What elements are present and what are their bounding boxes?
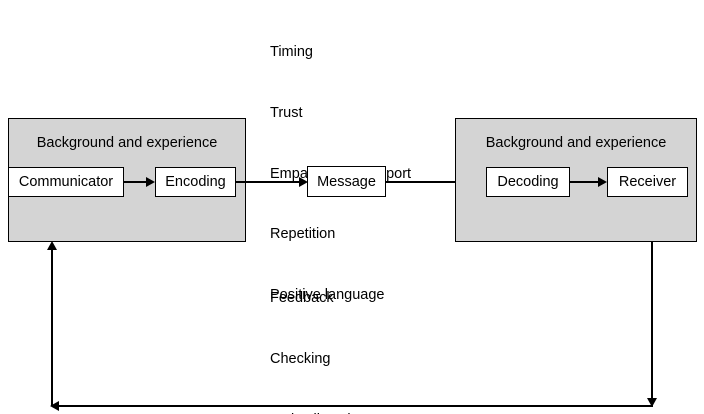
feedback-note-line-1: Feedback [270, 290, 334, 307]
connector-feedback-right-vertical [651, 242, 653, 406]
arrow-head-feedback-up [47, 241, 57, 250]
arrow-head-feedback-down [647, 398, 657, 407]
node-communicator-label: Communicator [18, 174, 114, 190]
connector-feedback-bottom-horizontal [52, 405, 653, 407]
node-encoding[interactable]: Encoding [155, 167, 236, 197]
node-receiver[interactable]: Receiver [607, 167, 688, 197]
sender-context-title: Background and experience [36, 135, 218, 151]
arrow-head-encoding-to-message [299, 177, 308, 187]
feedback-note-line-2: Checking [270, 351, 331, 368]
connector-feedback-left-vertical [51, 248, 53, 406]
feedback-note-line-3: Active listening [270, 410, 390, 414]
feedback-note-list: Feedback Checking Active listening No ov… [270, 248, 390, 414]
node-communicator[interactable]: Communicator [8, 167, 124, 197]
connector-communicator-to-encoding [124, 181, 148, 183]
arrow-head-communicator-to-encoding [146, 177, 155, 187]
connector-message-to-decoding [386, 181, 484, 183]
node-decoding[interactable]: Decoding [486, 167, 570, 197]
node-encoding-label: Encoding [165, 174, 226, 190]
enablers-note-line-2: Trust [270, 105, 303, 122]
enablers-note-line-4: Repetition [270, 226, 336, 243]
node-decoding-label: Decoding [497, 174, 559, 190]
node-receiver-label: Receiver [618, 174, 677, 190]
enablers-note-line-5: Positive language [270, 286, 385, 303]
receiver-context-title: Background and experience [485, 135, 667, 151]
node-message-label: Message [317, 173, 376, 190]
enablers-note-line-1: Timing [270, 44, 313, 61]
arrow-head-feedback-left [50, 401, 59, 411]
node-message[interactable]: Message [307, 166, 386, 197]
connector-decoding-to-receiver [570, 181, 600, 183]
arrow-head-decoding-to-receiver [598, 177, 607, 187]
connector-encoding-to-message [236, 181, 306, 183]
